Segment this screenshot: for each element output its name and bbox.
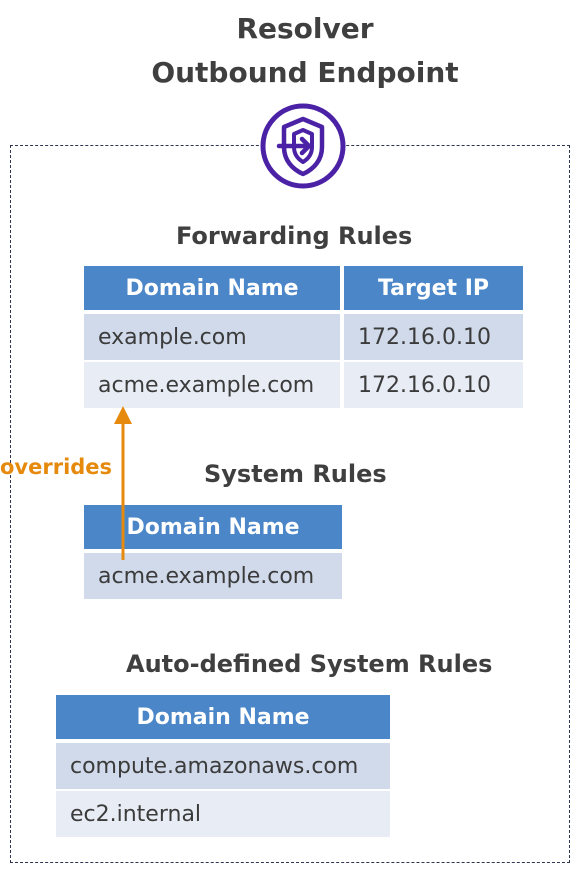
table-cell: acme.example.com [84,553,342,599]
title-line-2: Outbound Endpoint [151,56,459,89]
table-cell: ec2.internal [56,791,390,837]
auto-defined-rules-title: Auto-defined System Rules [126,650,493,678]
title-line-1: Resolver [236,12,374,45]
forwarding-rules-title: Forwarding Rules [176,222,413,250]
table-cell: example.com [84,314,340,360]
table-header: Domain Name [56,695,390,739]
table-header: Domain Name [84,266,340,310]
table-header: Target IP [344,266,523,310]
table-cell: compute.amazonaws.com [56,743,390,789]
table-cell: acme.example.com [84,362,340,408]
table-cell: 172.16.0.10 [344,314,523,360]
overrides-label: overrides [0,455,113,479]
table-header: Domain Name [84,505,342,549]
system-rules-title: System Rules [204,460,387,488]
table-cell: 172.16.0.10 [344,362,523,408]
resolver-endpoint-shield-icon [259,102,347,190]
